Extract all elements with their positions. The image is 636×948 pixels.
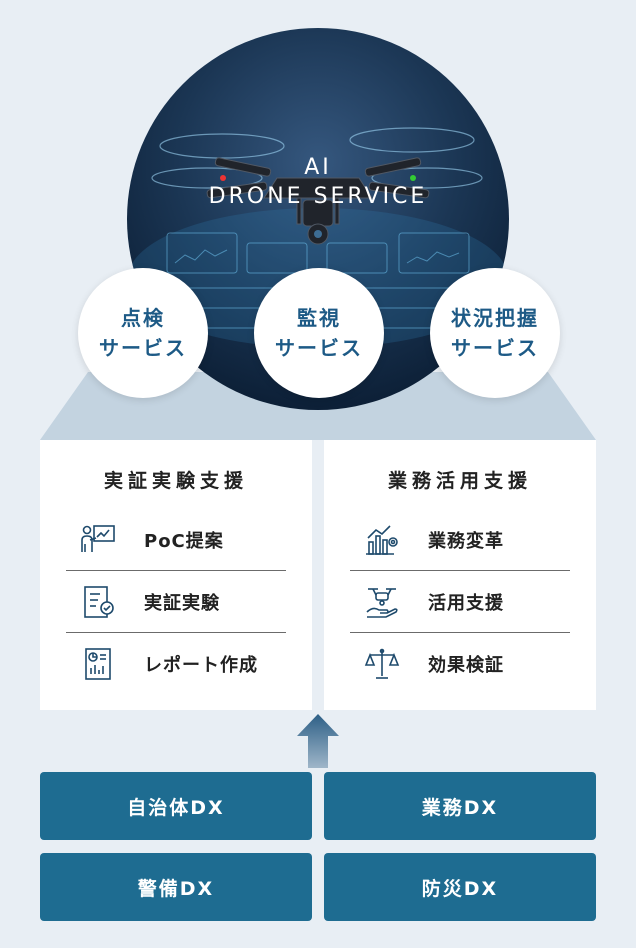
hero-title-ai: AI bbox=[304, 155, 332, 180]
service-label: 点検 bbox=[121, 306, 165, 330]
hero-title-drone-service: DRONE SERVICE bbox=[208, 184, 428, 209]
service-circle-inspection: 点検 サービス bbox=[78, 268, 208, 398]
panel-item-label: 効果検証 bbox=[428, 655, 504, 676]
panel-item-verification: 効果検証 bbox=[350, 634, 570, 694]
report-icon bbox=[85, 648, 111, 680]
panel-item-label: 業務変革 bbox=[428, 531, 504, 552]
service-circle-monitoring: 監視 サービス bbox=[254, 268, 384, 398]
panel-title: 業務活用支援 bbox=[387, 470, 532, 492]
service-sublabel: サービス bbox=[275, 336, 363, 360]
panel-title: 実証実験支援 bbox=[103, 470, 248, 492]
service-label: 状況把握 bbox=[451, 306, 539, 330]
panel-item-report: レポート作成 bbox=[66, 634, 286, 694]
panel-item-label: PoC提案 bbox=[144, 531, 224, 552]
dx-security-button[interactable]: 警備DX bbox=[40, 853, 312, 921]
balance-scale-icon bbox=[364, 648, 400, 679]
presentation-icon bbox=[81, 525, 115, 552]
dx-disaster-prevention-button[interactable]: 防災DX bbox=[324, 853, 596, 921]
service-circle-situation: 状況把握 サービス bbox=[430, 268, 560, 398]
chart-gear-icon bbox=[366, 525, 398, 555]
dx-business-button[interactable]: 業務DX bbox=[324, 772, 596, 840]
service-label: 監視 bbox=[297, 306, 341, 330]
panel-item-label: 活用支援 bbox=[428, 593, 504, 614]
panel-item-experiment: 実証実験 bbox=[66, 572, 286, 633]
up-arrow-icon bbox=[297, 714, 339, 768]
dx-municipality-button[interactable]: 自治体DX bbox=[40, 772, 312, 840]
service-sublabel: サービス bbox=[451, 336, 539, 360]
service-sublabel: サービス bbox=[99, 336, 187, 360]
drone-hand-icon bbox=[366, 588, 398, 618]
panel-item-label: 実証実験 bbox=[144, 593, 220, 614]
panel-item-poc: PoC提案 bbox=[66, 510, 286, 571]
panel-item-utilization: 活用支援 bbox=[350, 572, 570, 633]
checklist-icon bbox=[84, 586, 114, 618]
panel-item-transformation: 業務変革 bbox=[350, 510, 570, 571]
panel-item-label: レポート作成 bbox=[144, 655, 258, 676]
